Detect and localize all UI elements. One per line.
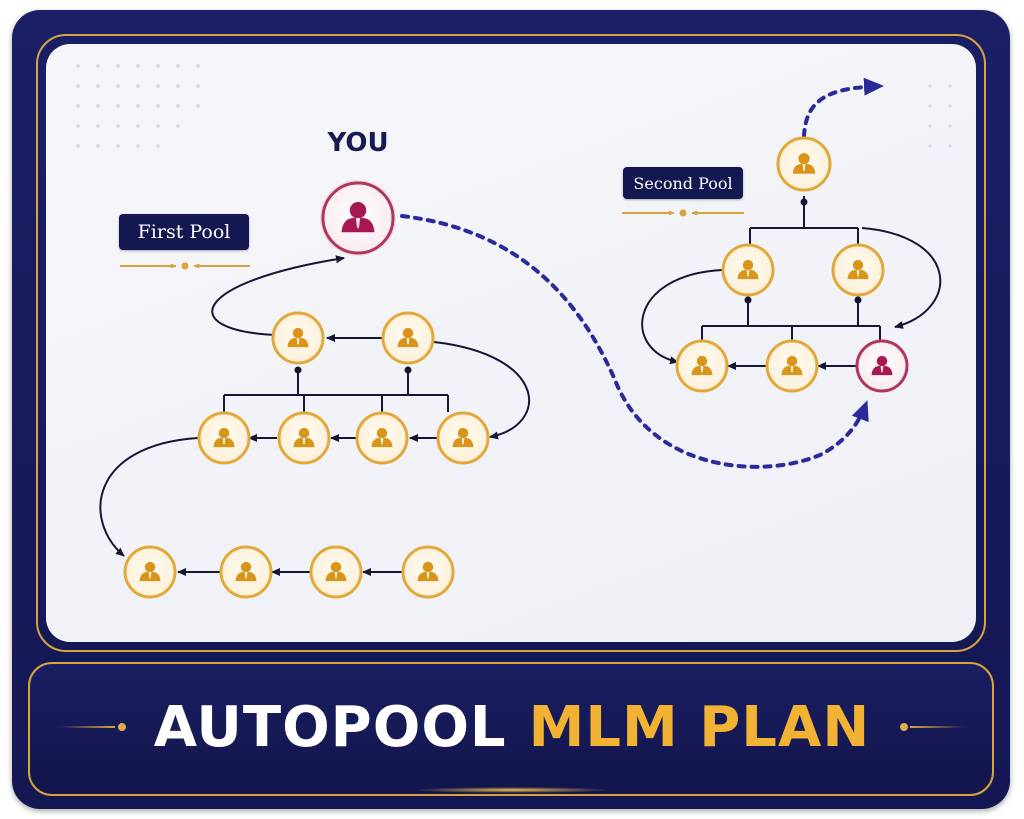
member-node [776,136,832,192]
second-pool-members [675,136,909,393]
you-node [320,180,396,256]
member-node [309,545,363,599]
first-pool-tree [223,366,449,412]
ornament-line-right [910,726,965,728]
title-part-2: MLM PLAN [528,694,871,760]
member-node [123,545,177,599]
second-pool-tree [701,196,881,342]
transfer-paths [400,77,884,469]
label-ornaments [120,209,744,270]
first-pool-arrows [99,255,530,576]
first-pool-members [123,311,490,599]
first-pool-label: First Pool [119,214,249,250]
member-node [381,311,435,365]
member-node [219,545,273,599]
member-node [401,545,455,599]
title-banner [28,662,994,796]
second-pool-label: Second Pool [623,167,743,199]
ornament-dot-right [900,723,908,731]
you-label: YOU [327,128,389,158]
member-node [831,243,885,297]
member-node [271,311,325,365]
member-node [675,339,729,393]
member-node [277,411,331,465]
member-node [721,243,775,297]
decor-dots [76,64,952,148]
title-part-1: AUTOPOOL [153,694,507,760]
you-node-second [855,339,909,393]
second-pool-text: Second Pool [633,173,733,193]
panel-border [36,34,986,652]
ornament-dot-left [118,723,126,731]
member-node [197,411,251,465]
ornament-line-left [60,726,115,728]
member-node [436,411,490,465]
member-node [765,339,819,393]
page-title: AUTOPOOL MLM PLAN [140,690,884,764]
banner-glow [412,787,612,793]
second-pool-arrows [641,227,942,370]
first-pool-text: First Pool [137,221,231,243]
member-node [355,411,409,465]
